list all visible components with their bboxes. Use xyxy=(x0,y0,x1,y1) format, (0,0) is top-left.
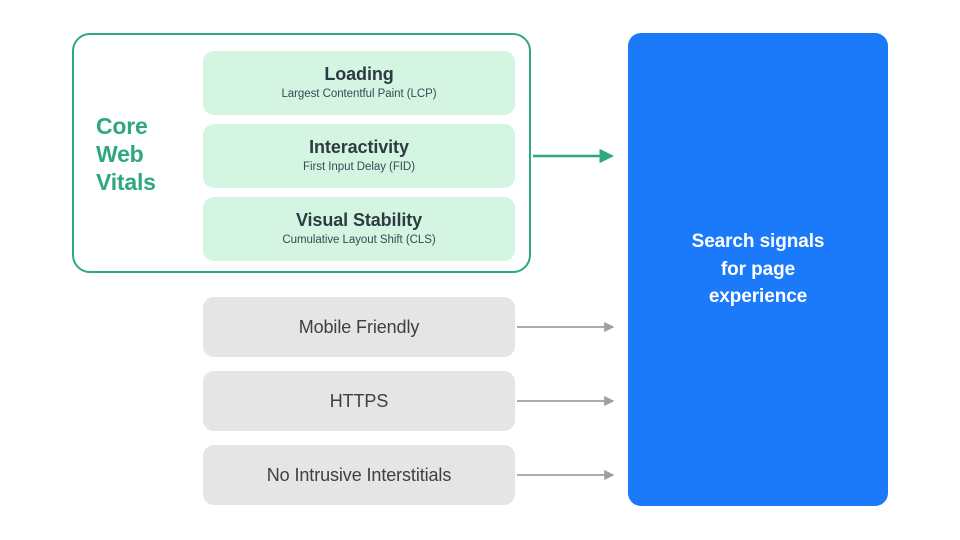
core-web-vitals-label-line-1: Core xyxy=(96,113,148,139)
vital-card-visual-stability: Visual Stability Cumulative Layout Shift… xyxy=(203,197,515,261)
vital-card-interactivity: Interactivity First Input Delay (FID) xyxy=(203,124,515,188)
vital-card-title: Loading xyxy=(324,64,394,85)
signal-card-title: Mobile Friendly xyxy=(298,316,420,337)
signal-card-no-intrusive-interstitials: No Intrusive Interstitials xyxy=(203,445,515,505)
vital-card-subtitle: Cumulative Layout Shift (CLS) xyxy=(282,233,436,246)
vital-card-subtitle: First Input Delay (FID) xyxy=(303,160,415,173)
core-web-vitals-group xyxy=(72,33,531,273)
search-signals-panel-text: Search signals for page experience xyxy=(691,231,825,308)
core-web-vitals-label-line-2: Web xyxy=(96,141,144,168)
vital-card-title: Visual Stability xyxy=(295,210,423,231)
signal-card-title: No Intrusive Interstitials xyxy=(266,464,452,485)
vital-card-title: Interactivity xyxy=(309,137,409,158)
core-web-vitals-label-line-3: Vitals xyxy=(96,169,156,196)
vital-card-loading: Loading Largest Contentful Paint (LCP) xyxy=(203,51,515,115)
core-web-vitals-label: Core Web Vitals xyxy=(96,112,192,196)
signal-card-title: HTTPS xyxy=(329,390,389,411)
signal-card-https: HTTPS xyxy=(203,371,515,431)
vital-card-subtitle: Largest Contentful Paint (LCP) xyxy=(281,87,437,100)
search-signals-panel: Search signals for page experience xyxy=(628,33,888,506)
signal-card-mobile-friendly: Mobile Friendly xyxy=(203,297,515,357)
